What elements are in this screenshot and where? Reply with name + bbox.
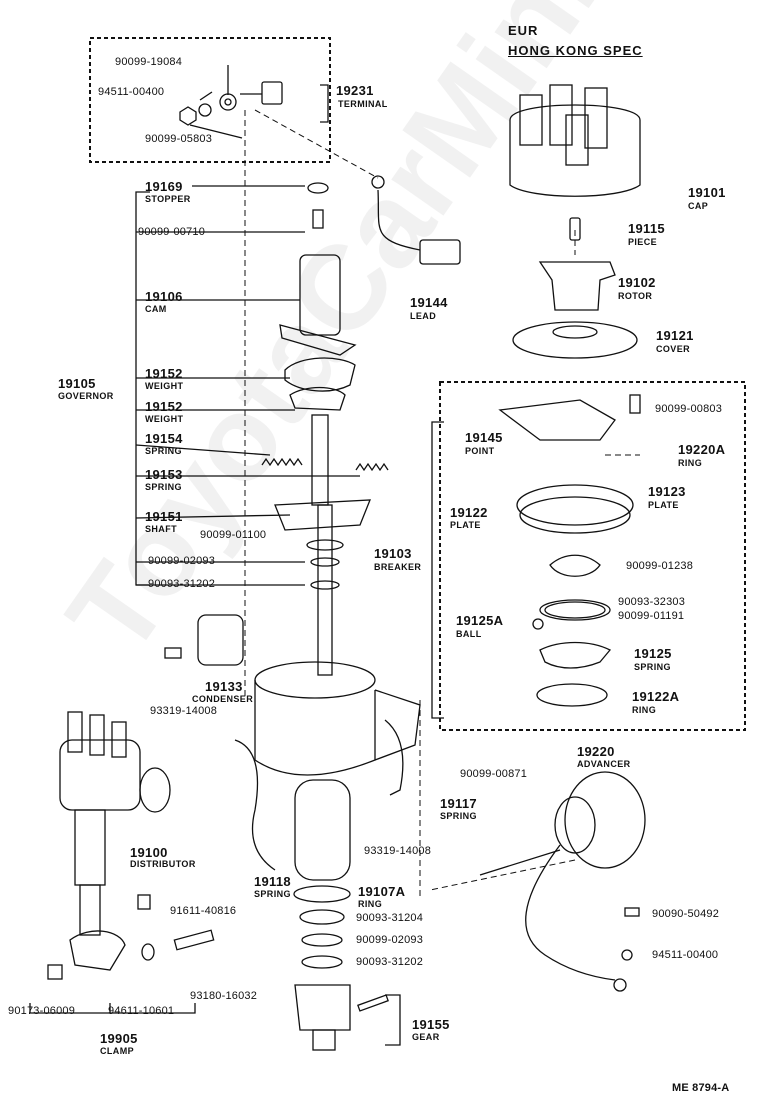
part-number-90099-01191: 90099-01191 [618,610,685,622]
part-name-shaft: SHAFT [145,524,177,534]
part-name-stopper: STOPPER [145,194,191,204]
part-code-19102: 19102 [618,275,656,290]
part-name-cap: CAP [688,201,709,211]
part-number-93319-14008-upper: 93319-14008 [150,705,218,717]
part-name-clamp: CLAMP [100,1046,134,1056]
part-name-ring-19220a: RING [678,458,703,468]
part-number-90093-31202-upper: 90093-31202 [148,578,216,590]
breaker-group-box [439,381,746,731]
part-number-90099-00803: 90099-00803 [655,403,723,415]
part-code-19151: 19151 [145,509,183,524]
part-number-93319-14008-lower: 93319-14008 [364,845,432,857]
part-number-90099-02093-lower: 90099-02093 [356,934,424,946]
part-code-19121: 19121 [656,328,694,343]
part-name-ring-19107a: RING [358,899,383,909]
part-code-19125: 19125 [634,646,672,661]
part-code-19144: 19144 [410,295,448,310]
part-code-19101: 19101 [688,185,726,200]
terminal-group-box [89,37,331,163]
part-code-19122: 19122 [450,505,488,520]
part-code-19152-lower: 19152 [145,399,183,414]
part-number-90090-50492: 90090-50492 [652,908,720,920]
part-number-94511-00400-lower: 94511-00400 [652,949,719,961]
part-code-19152-upper: 19152 [145,366,183,381]
drawing-id: ME 8794-A [672,1082,730,1094]
part-code-19169: 19169 [145,179,183,194]
part-name-weight-lower: WEIGHT [145,414,184,424]
part-name-lead: LEAD [410,311,437,321]
part-number-90099-01100: 90099-01100 [200,529,267,541]
part-number-90099-01238: 90099-01238 [626,560,694,572]
part-name-governor: GOVERNOR [58,391,114,401]
part-number-90099-00871: 90099-00871 [460,768,528,780]
part-name-ring-19122a: RING [632,705,657,715]
part-name-plate-19123: PLATE [648,500,679,510]
part-code-19905: 19905 [100,1031,138,1046]
part-name-advancer: ADVANCER [577,759,631,769]
spec-market-label: HONG KONG SPEC [508,43,643,58]
part-name-cam: CAM [145,304,167,314]
part-name-spring-19117: SPRING [440,811,477,821]
part-name-rotor: ROTOR [618,291,653,301]
part-code-19231: 19231 [336,83,374,98]
part-code-19106: 19106 [145,289,183,304]
part-code-19133: 19133 [205,679,243,694]
part-code-19122a: 19122A [632,689,680,704]
part-number-94511-00400: 94511-00400 [98,86,165,98]
part-name-spring-19153: SPRING [145,482,182,492]
part-number-93180-16032: 93180-16032 [190,990,258,1002]
part-name-plate-19122: PLATE [450,520,481,530]
part-name-ball: BALL [456,629,482,639]
part-number-90099-02093-upper: 90099-02093 [148,555,216,567]
spec-region-label: EUR [508,23,539,38]
part-name-spring-19125: SPRING [634,662,671,672]
part-name-gear: GEAR [412,1032,440,1042]
part-code-19125a: 19125A [456,613,504,628]
part-name-weight-upper: WEIGHT [145,381,184,391]
part-code-19155: 19155 [412,1017,450,1032]
part-name-terminal: TERMINAL [338,99,388,109]
part-code-19123: 19123 [648,484,686,499]
part-code-19115: 19115 [628,221,665,236]
part-code-19118: 19118 [254,874,291,889]
part-code-19154: 19154 [145,431,183,446]
part-code-19107a: 19107A [358,884,406,899]
part-code-19220a: 19220A [678,442,726,457]
part-code-19220: 19220 [577,744,615,759]
part-number-90093-32303: 90093-32303 [618,596,686,608]
part-code-19100: 19100 [130,845,168,860]
part-name-distributor: DISTRIBUTOR [130,859,196,869]
part-number-94611-10601: 94611-10601 [108,1005,175,1017]
part-number-90173-06009: 90173-06009 [8,1005,76,1017]
part-number-90099-05803: 90099-05803 [145,133,213,145]
part-name-point: POINT [465,446,495,456]
part-number-90099-19084: 90099-19084 [115,56,183,68]
part-number-90093-31204: 90093-31204 [356,912,424,924]
part-name-spring-19118: SPRING [254,889,291,899]
part-name-spring-19154: SPRING [145,446,182,456]
part-code-19117: 19117 [440,796,477,811]
part-name-condenser: CONDENSER [192,694,254,704]
part-code-19105: 19105 [58,376,96,391]
part-code-19153: 19153 [145,467,183,482]
part-name-piece: PIECE [628,237,658,247]
part-number-90093-31202-lower: 90093-31202 [356,956,424,968]
part-code-19145: 19145 [465,430,503,445]
part-name-cover: COVER [656,344,691,354]
part-name-breaker: BREAKER [374,562,422,572]
part-number-90099-00710: 90099-00710 [138,226,206,238]
part-code-19103: 19103 [374,546,412,561]
part-number-91611-40816: 91611-40816 [170,905,237,917]
